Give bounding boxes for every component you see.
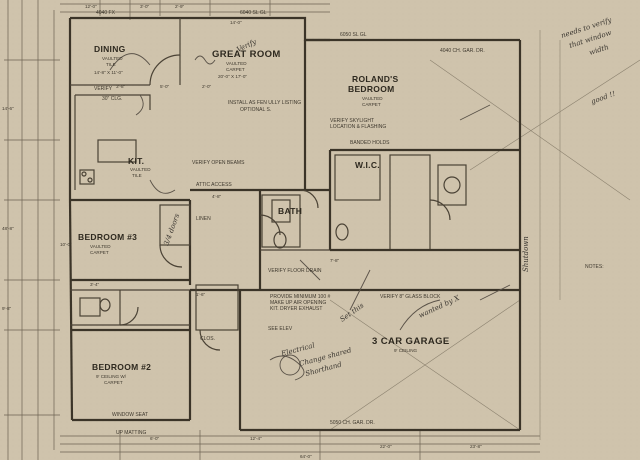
note-linen: LINEN: [196, 216, 211, 222]
dim-15: 7'-8": [330, 258, 340, 263]
note-window-top: 6040 SL GL: [240, 10, 267, 16]
note-ceiling: 30" CLG.: [102, 96, 122, 102]
room-great-room: GREAT ROOM VAULTED CARPET 20'-0" X 17'-0…: [212, 49, 281, 79]
note-garage-door-top: 4040 CH. GAR. DR.: [440, 48, 485, 54]
note-verify-open: VERIFY OPEN BEAMS: [192, 160, 245, 166]
note-install-fan: INSTALL AS FEN ULLY LISTING: [228, 100, 301, 106]
note-provide: PROVIDE MINIMUM 100 #: [270, 294, 331, 300]
dim-10: 9'-8": [2, 306, 12, 311]
dim-5: 3'-8": [116, 84, 126, 89]
dim-12: 22'-0": [380, 444, 392, 449]
room-rolands-sub2: CARPET: [362, 102, 381, 107]
room-bedroom3: BEDROOM #3 VAULTED CARPET: [78, 232, 137, 255]
fixtures: [79, 164, 467, 317]
room-dining-sub1: VAULTED: [102, 56, 123, 61]
note-see-elev: SEE ELEV: [268, 326, 293, 332]
notes-heading: NOTES:: [585, 264, 604, 270]
left-dimension-lines: [4, 0, 60, 460]
room-dining-name: DINING: [94, 44, 126, 54]
room-garage-sub1: 9' CEILING: [394, 348, 418, 353]
room-dining: DINING VAULTED TILE 14'-8" X 11'-0": [94, 44, 126, 75]
dim-20: 23'-8": [470, 444, 482, 449]
room-wic-name: W.I.C.: [355, 160, 380, 170]
room-kitchen-sub2: TILE: [132, 173, 142, 178]
room-bedroom2-sub1: 9' CEILING W/: [96, 374, 127, 379]
hand-right-vert: Shutdown: [522, 236, 530, 272]
room-dining-dim: 14'-8" X 11'-0": [94, 70, 123, 75]
top-dimension-lines: [60, 0, 330, 20]
dim-2: 3'-0": [140, 4, 150, 9]
room-dining-sub2: TILE: [106, 62, 116, 67]
interior-walls: [70, 18, 520, 332]
dimension-labels: 12'-0" 3'-0" 2'-9" 14'-0" 3'-8" 5'-0" 2'…: [2, 4, 482, 459]
room-bath-name: BATH: [278, 206, 302, 216]
note-glass-block: VERIFY 8" GLASS BLOCK: [380, 294, 441, 300]
room-bedroom2: BEDROOM #2 9' CEILING W/ CARPET: [92, 362, 151, 385]
note-makeup: MAKE UP AIR OPENING: [270, 300, 326, 306]
dim-1: 12'-0": [85, 4, 97, 9]
note-banded: BANDED HOLDS: [350, 140, 390, 146]
note-window-bed2: WINDOW SEAT: [112, 412, 148, 418]
note-verify-skylight: VERIFY SKYLIGHT: [330, 118, 374, 124]
dim-8: 10'-0": [60, 242, 72, 247]
note-optional: OPTIONAL S.: [240, 107, 271, 113]
note-clos: CLOS.: [200, 336, 215, 342]
room-bedroom3-sub2: CARPET: [90, 250, 109, 255]
dim-3: 2'-9": [175, 4, 185, 9]
room-rolands-line1: ROLAND'S: [352, 74, 398, 84]
note-attic: ATTIC ACCESS: [196, 182, 232, 188]
room-kitchen-sub1: VAULTED: [130, 167, 151, 172]
dim-14: 4'-8": [212, 194, 222, 199]
note-window-dim: 6050 SL GL: [340, 32, 367, 38]
note-verify-floor: VERIFY FLOOR DRAIN: [268, 268, 322, 274]
note-dryer: KIT. DRYER EXHAUST: [270, 306, 322, 312]
dim-18: 48'-8": [2, 226, 14, 231]
room-great-room-name: GREAT ROOM: [212, 49, 281, 60]
exterior-walls: [68, 16, 522, 432]
room-rolands-sub1: VAULTED: [362, 96, 383, 101]
dim-6: 5'-0": [160, 84, 170, 89]
room-bedroom3-sub1: VAULTED: [90, 244, 111, 249]
room-rolands-bedroom: ROLAND'S BEDROOM VAULTED CARPET: [348, 74, 398, 107]
room-great-room-sub2: CARPET: [226, 67, 245, 72]
note-garage-door-dim: 5050 CH. GAR. DR.: [330, 420, 375, 426]
room-garage: 3 CAR GARAGE 9' CEILING: [372, 336, 450, 353]
room-bedroom2-name: BEDROOM #2: [92, 362, 151, 372]
note-location: LOCATION & FLASHING: [330, 124, 386, 130]
dim-13: 1'-6": [196, 292, 206, 297]
room-garage-name: 3 CAR GARAGE: [372, 336, 450, 347]
note-verify: VERIFY: [94, 86, 113, 92]
note-window-bed2b: UP MATTING: [116, 430, 146, 436]
dim-7: 2'-0": [202, 84, 212, 89]
dim-11: 3'-4": [90, 282, 100, 287]
dim-9: 14'-6": [2, 106, 14, 111]
room-kitchen-name: KIT.: [128, 156, 144, 166]
dim-19: 64'-0": [300, 454, 312, 459]
pencil-markings: [109, 53, 511, 381]
door-swings: [119, 54, 451, 351]
room-kitchen: KIT. VAULTED TILE: [128, 156, 151, 178]
room-rolands-line2: BEDROOM: [348, 84, 395, 94]
room-bedroom3-name: BEDROOM #3: [78, 232, 137, 242]
dim-16: 6'-0": [150, 436, 160, 441]
note-window-dining: 4040 FX: [96, 10, 116, 16]
printed-notes: NOTES: INSTALL AS FEN ULLY LISTING OPTIO…: [94, 10, 604, 436]
room-great-room-sub1: VAULTED: [226, 61, 247, 66]
dim-4: 14'-0": [230, 20, 242, 25]
dim-17: 12'-4": [250, 436, 262, 441]
bottom-dimension-lines: [60, 430, 540, 460]
room-great-room-dim: 20'-0" X 17'-0": [218, 74, 247, 79]
room-bedroom2-sub2: CARPET: [104, 380, 123, 385]
